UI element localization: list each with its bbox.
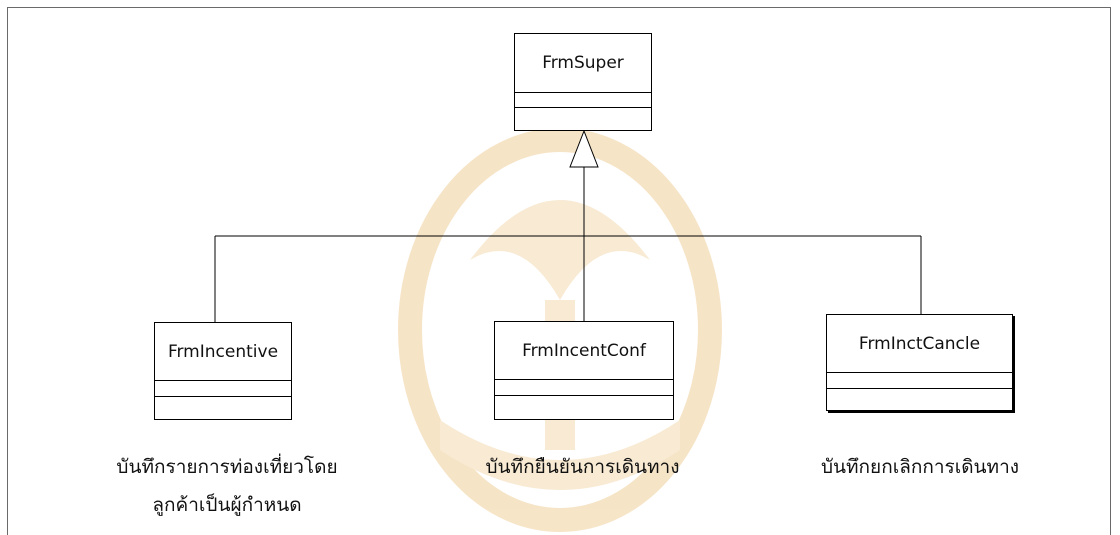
watermark-crown bbox=[470, 200, 650, 300]
class-operations-compartment bbox=[495, 396, 673, 419]
frame-right-border bbox=[1110, 7, 1111, 535]
frame-left-border bbox=[7, 7, 8, 535]
class-name-label: FrmIncentive bbox=[155, 323, 291, 381]
watermark-ring bbox=[398, 128, 722, 532]
class-attributes-compartment bbox=[515, 93, 651, 108]
class-operations-compartment bbox=[155, 397, 291, 419]
frame-top-border bbox=[7, 7, 1111, 8]
generalization-arrowhead bbox=[569, 129, 599, 168]
class-frmincentconf[interactable]: FrmIncentConf bbox=[494, 321, 674, 420]
class-name-label: FrmSuper bbox=[515, 34, 651, 93]
caption-frmincentconf: บันทึกยืนยันการเดินทาง bbox=[440, 448, 725, 486]
class-frminctcancle[interactable]: FrmInctCancle bbox=[826, 314, 1013, 411]
caption-line: ลูกค้าเป็นผู้กำหนด bbox=[152, 494, 302, 516]
class-name-label: FrmInctCancle bbox=[827, 315, 1012, 373]
class-frmincentive[interactable]: FrmIncentive bbox=[154, 322, 292, 420]
caption-line: บันทึกยกเลิกการเดินทาง bbox=[820, 456, 1020, 478]
class-operations-compartment bbox=[515, 108, 651, 130]
watermark-ribbon bbox=[440, 420, 680, 490]
class-attributes-compartment bbox=[155, 381, 291, 397]
class-name-label: FrmIncentConf bbox=[495, 322, 673, 380]
class-attributes-compartment bbox=[827, 373, 1012, 389]
class-operations-compartment bbox=[827, 389, 1012, 410]
caption-line: บันทึกยืนยันการเดินทาง bbox=[485, 456, 680, 478]
caption-frmincentive: บันทึกรายการท่องเที่ยวโดย ลูกค้าเป็นผู้ก… bbox=[96, 448, 358, 524]
caption-line: บันทึกรายการท่องเที่ยวโดย bbox=[116, 456, 338, 478]
caption-frminctcancle: บันทึกยกเลิกการเดินทาง bbox=[770, 448, 1070, 486]
class-frmsuper[interactable]: FrmSuper bbox=[514, 33, 652, 131]
class-attributes-compartment bbox=[495, 380, 673, 396]
